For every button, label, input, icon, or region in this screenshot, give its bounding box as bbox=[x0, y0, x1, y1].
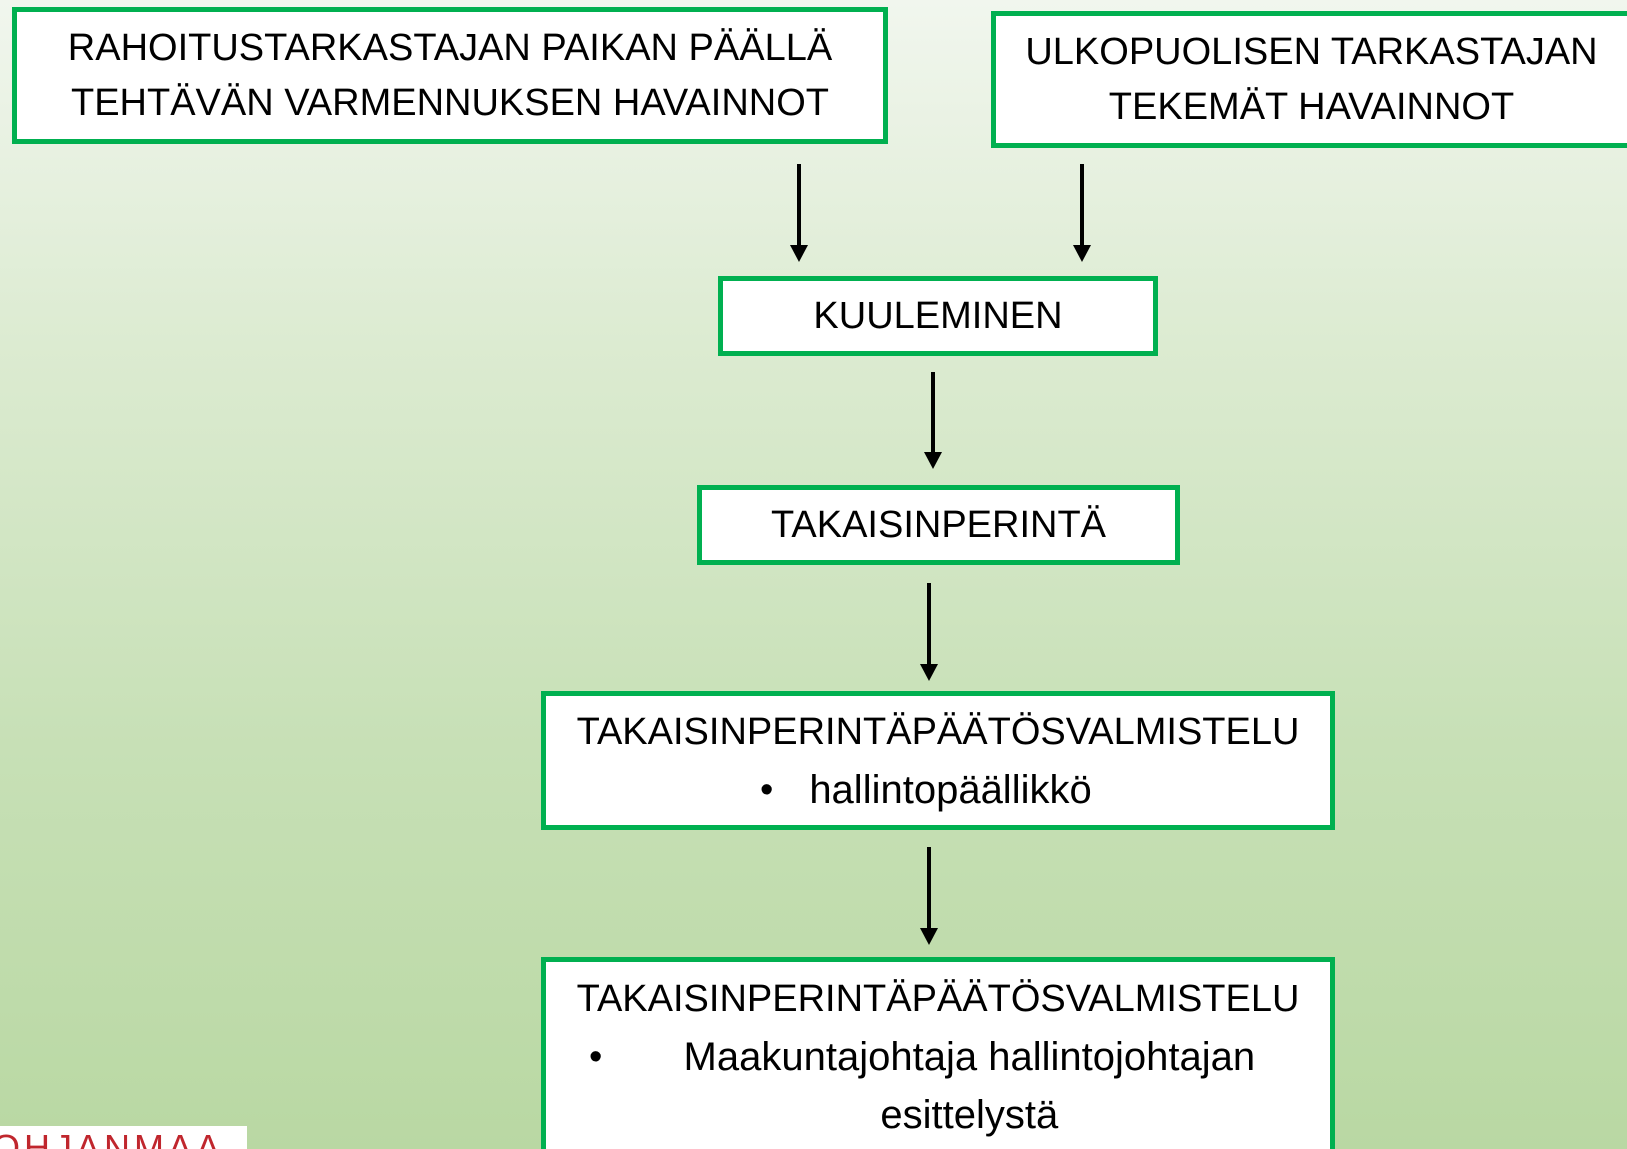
box-recovery-decision-preparation-1: TAKAISINPERINTÄPÄÄTÖSVALMISTELU • hallin… bbox=[541, 691, 1335, 830]
box-recovery-decision-preparation-2: TAKAISINPERINTÄPÄÄTÖSVALMISTELU • Maakun… bbox=[541, 957, 1335, 1149]
arrow-preparation-1-to-preparation-2 bbox=[920, 847, 938, 945]
box-6-bullet-item: • Maakuntajohtaja hallintojohtajan esitt… bbox=[546, 1028, 1330, 1144]
box-2-line-2: TEKEMÄT HAVAINNOT bbox=[1108, 85, 1515, 128]
box-1-line-1: RAHOITUSTARKASTAJAN PAIKAN PÄÄLLÄ bbox=[67, 26, 833, 69]
bullet-icon: • bbox=[760, 768, 774, 811]
box-5-title: TAKAISINPERINTÄPÄÄTÖSVALMISTELU bbox=[576, 710, 1300, 753]
box-3-title: KUULEMINEN bbox=[813, 294, 1063, 337]
bullet-icon: • bbox=[589, 1036, 603, 1078]
box-hearing: KUULEMINEN bbox=[718, 276, 1158, 356]
arrow-box-1-to-hearing bbox=[790, 164, 808, 262]
box-5-bullet-item: • hallintopäällikkö bbox=[546, 761, 1330, 819]
arrow-recovery-to-preparation-1 bbox=[920, 583, 938, 681]
box-4-title: TAKAISINPERINTÄ bbox=[770, 503, 1107, 546]
logo-text: OHJANMAA bbox=[0, 1127, 225, 1149]
box-onsite-verification-findings: RAHOITUSTARKASTAJAN PAIKAN PÄÄLLÄ TEHTÄV… bbox=[12, 7, 888, 144]
box-6-bullet-text: Maakuntajohtaja hallintojohtajan esittel… bbox=[683, 1035, 1256, 1137]
box-6-title: TAKAISINPERINTÄPÄÄTÖSVALMISTELU bbox=[576, 978, 1300, 1020]
box-5-bullet-text: hallintopäällikkö bbox=[809, 767, 1092, 812]
box-2-line-1: ULKOPUOLISEN TARKASTAJAN bbox=[1025, 30, 1598, 73]
box-external-auditor-findings: ULKOPUOLISEN TARKASTAJAN TEKEMÄT HAVAINN… bbox=[991, 11, 1627, 148]
box-recovery: TAKAISINPERINTÄ bbox=[697, 485, 1180, 565]
box-1-line-2: TEHTÄVÄN VARMENNUKSEN HAVAINNOT bbox=[71, 81, 829, 124]
arrow-hearing-to-recovery bbox=[924, 372, 942, 469]
organization-logo: OHJANMAA bbox=[0, 1126, 247, 1149]
arrow-box-2-to-hearing bbox=[1073, 164, 1091, 262]
